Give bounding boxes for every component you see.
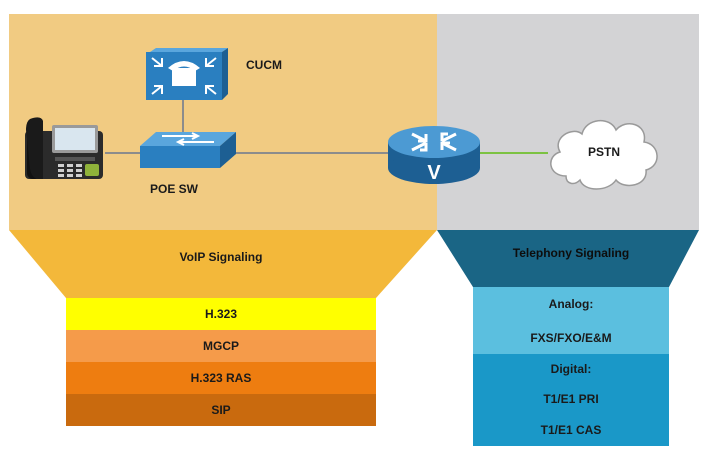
router-voice-letter: V [427, 162, 441, 184]
pstn-label: PSTN [588, 145, 621, 159]
switch-icon [140, 132, 236, 168]
pstn-domain-panel [437, 14, 699, 230]
voip-signaling-title: VoIP Signaling [179, 250, 263, 264]
pstn-cloud-icon [550, 120, 658, 190]
protocol-h323: H.323 [66, 298, 376, 330]
telephony-funnel [437, 230, 699, 287]
cucm-label: CUCM [246, 58, 282, 72]
switch-label: POE SW [150, 182, 199, 196]
voice-router-icon: V [388, 126, 480, 184]
digital-header: Digital: [473, 354, 669, 384]
protocol-h323-ras: H.323 RAS [66, 362, 376, 394]
digital-value-pri: T1/E1 PRI [473, 384, 669, 414]
voip-funnel [9, 230, 437, 298]
ip-phone-icon [25, 117, 103, 179]
cucm-server-icon [146, 48, 228, 100]
analog-value: FXS/FXO/E&M [473, 321, 669, 354]
protocol-sip: SIP [66, 394, 376, 426]
telephony-signaling-title: Telephony Signaling [512, 246, 630, 260]
protocol-mgcp: MGCP [66, 330, 376, 362]
analog-header: Analog: [473, 287, 669, 321]
digital-value-cas: T1/E1 CAS [473, 414, 669, 446]
